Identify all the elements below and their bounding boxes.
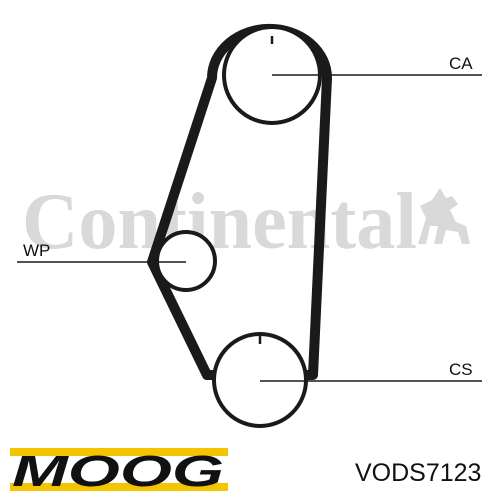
water-pump-pulley-circle <box>155 230 217 292</box>
part-number: VODS7123 <box>355 459 481 487</box>
moog-logo-stripe-bottom <box>10 483 228 491</box>
horse-logo-icon <box>418 188 470 244</box>
continental-watermark: Continental <box>22 178 470 266</box>
water-pump-pulley: WP <box>17 230 217 292</box>
moog-logo: MOOG <box>10 447 228 496</box>
cs-label: CS <box>449 360 473 379</box>
continental-watermark-text: Continental <box>22 178 417 266</box>
camshaft-pulley: CA <box>222 25 482 125</box>
wp-label: WP <box>23 241 50 260</box>
ca-label: CA <box>449 54 473 73</box>
crankshaft-pulley: CS <box>212 332 482 428</box>
crankshaft-pulley-circle <box>212 332 308 428</box>
moog-logo-text: MOOG <box>12 447 224 496</box>
moog-logo-stripe-top <box>10 448 228 456</box>
